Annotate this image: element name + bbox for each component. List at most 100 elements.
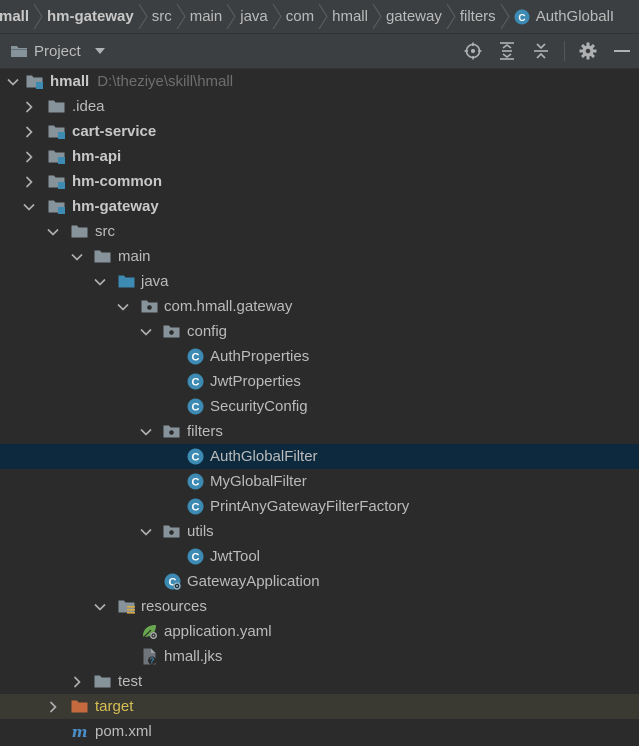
- tree-node-filters[interactable]: filters: [0, 419, 639, 444]
- chevron-down-icon: [117, 303, 129, 311]
- project-tool-window-header: Project: [0, 34, 639, 69]
- breadcrumb-hmall[interactable]: hmall: [332, 8, 368, 25]
- breadcrumb-auth-global-filter[interactable]: C AuthGlobalI: [514, 8, 614, 25]
- tree-node-config[interactable]: config: [0, 319, 639, 344]
- breadcrumb-main[interactable]: main: [189, 8, 223, 25]
- class-icon: C: [187, 498, 204, 515]
- breadcrumb-gateway[interactable]: gateway: [385, 8, 442, 25]
- chevron-right-icon: [442, 0, 460, 33]
- tree-node-package[interactable]: com.hmall.gateway: [0, 294, 639, 319]
- tree-node-cart-service[interactable]: cart-service: [0, 119, 639, 144]
- class-icon: C: [187, 373, 204, 390]
- excluded-folder-icon: [71, 700, 88, 713]
- tree-label: JwtTool: [210, 548, 261, 565]
- module-folder-icon: [48, 200, 65, 214]
- chevron-right-icon: [222, 0, 240, 33]
- tree-node-idea[interactable]: .idea: [0, 94, 639, 119]
- dropdown-arrow-icon: [94, 48, 105, 54]
- chevron-right-icon: [496, 0, 514, 33]
- unknown-file-icon: ?: [143, 648, 156, 665]
- chevron-right-icon: [172, 0, 190, 33]
- class-icon: C: [187, 448, 204, 465]
- tree-node-java[interactable]: java: [0, 269, 639, 294]
- breadcrumb-filters[interactable]: filters: [459, 8, 496, 25]
- chevron-down-icon: [71, 253, 83, 261]
- spring-config-icon: [143, 625, 158, 640]
- tree-label: AuthGlobalFilter: [210, 448, 318, 465]
- chevron-right-icon: [368, 0, 386, 33]
- locate-file-button[interactable]: [456, 34, 490, 68]
- tree-node-test[interactable]: test: [0, 669, 639, 694]
- tree-node-jwt-properties[interactable]: C JwtProperties: [0, 369, 639, 394]
- breadcrumb-src[interactable]: src: [151, 8, 172, 25]
- package-icon: [163, 525, 180, 538]
- tree-node-my-global-filter[interactable]: C MyGlobalFilter: [0, 469, 639, 494]
- expand-all-button[interactable]: [490, 34, 524, 68]
- maven-icon: m: [72, 723, 88, 740]
- collapse-all-icon: [534, 43, 548, 59]
- tree-node-main[interactable]: main: [0, 244, 639, 269]
- tree-node-hm-common[interactable]: hm-common: [0, 169, 639, 194]
- tree-label: config: [187, 323, 228, 340]
- svg-text:C: C: [192, 502, 200, 514]
- chevron-right-icon: [49, 700, 57, 713]
- svg-text:?: ?: [150, 657, 155, 665]
- class-icon: C: [514, 9, 530, 24]
- tree-node-target[interactable]: target: [0, 694, 639, 719]
- module-folder-icon: [48, 150, 65, 164]
- chevron-right-icon: [73, 675, 81, 688]
- svg-text:C: C: [192, 352, 200, 364]
- tree-node-utils[interactable]: utils: [0, 519, 639, 544]
- tree-label: com.hmall.gateway: [164, 298, 293, 315]
- chevron-down-icon: [140, 528, 152, 536]
- tree-node-gateway-application[interactable]: C GatewayApplication: [0, 569, 639, 594]
- minimize-icon: [614, 50, 630, 52]
- module-folder-icon: [26, 75, 43, 89]
- module-folder-icon: [48, 175, 65, 189]
- svg-text:C: C: [192, 552, 200, 564]
- folder-icon: [94, 675, 111, 688]
- package-icon: [141, 300, 158, 313]
- minimize-button[interactable]: [605, 34, 639, 68]
- chevron-down-icon: [7, 78, 19, 86]
- tree-node-hm-api[interactable]: hm-api: [0, 144, 639, 169]
- chevron-down-icon: [47, 228, 59, 236]
- tree-label: application.yaml: [164, 623, 272, 640]
- tree-node-print-any-gateway-filter-factory[interactable]: C PrintAnyGatewayFilterFactory: [0, 494, 639, 519]
- breadcrumb-hmall[interactable]: mall: [0, 8, 30, 25]
- chevron-down-icon: [94, 603, 106, 611]
- settings-button[interactable]: [571, 34, 605, 68]
- breadcrumb-hm-gateway[interactable]: hm-gateway: [47, 8, 134, 25]
- tree-node-auth-properties[interactable]: C AuthProperties: [0, 344, 639, 369]
- tree-node-security-config[interactable]: C SecurityConfig: [0, 394, 639, 419]
- tree-label: utils: [187, 523, 214, 540]
- project-folder-icon: [11, 46, 27, 57]
- project-view-selector[interactable]: Project: [10, 43, 105, 60]
- breadcrumb-com[interactable]: com: [285, 8, 315, 25]
- chevron-right-icon: [268, 0, 286, 33]
- tree-node-src[interactable]: src: [0, 219, 639, 244]
- tree-label: SecurityConfig: [210, 398, 308, 415]
- tree-label: src: [95, 223, 115, 240]
- breadcrumb-java[interactable]: java: [240, 8, 268, 25]
- tree-node-hmall-jks[interactable]: ? hmall.jks: [0, 644, 639, 669]
- collapse-all-button[interactable]: [524, 34, 558, 68]
- tree-node-jwt-tool[interactable]: C JwtTool: [0, 544, 639, 569]
- gear-icon: [579, 42, 597, 60]
- tree-node-resources[interactable]: resources: [0, 594, 639, 619]
- chevron-down-icon: [23, 203, 35, 211]
- tree-node-hm-gateway[interactable]: hm-gateway: [0, 194, 639, 219]
- tree-label: .idea: [72, 98, 105, 115]
- tree-node-auth-global-filter[interactable]: C AuthGlobalFilter: [0, 444, 639, 469]
- tree-node-application-yaml[interactable]: application.yaml: [0, 619, 639, 644]
- toolbar-divider: [564, 41, 565, 61]
- chevron-down-icon: [140, 328, 152, 336]
- tree-label: JwtProperties: [210, 373, 301, 390]
- chevron-right-icon: [29, 0, 47, 33]
- tree-node-pom-xml[interactable]: m pom.xml: [0, 719, 639, 744]
- tree-label: hm-api: [72, 148, 122, 165]
- folder-icon: [94, 250, 111, 263]
